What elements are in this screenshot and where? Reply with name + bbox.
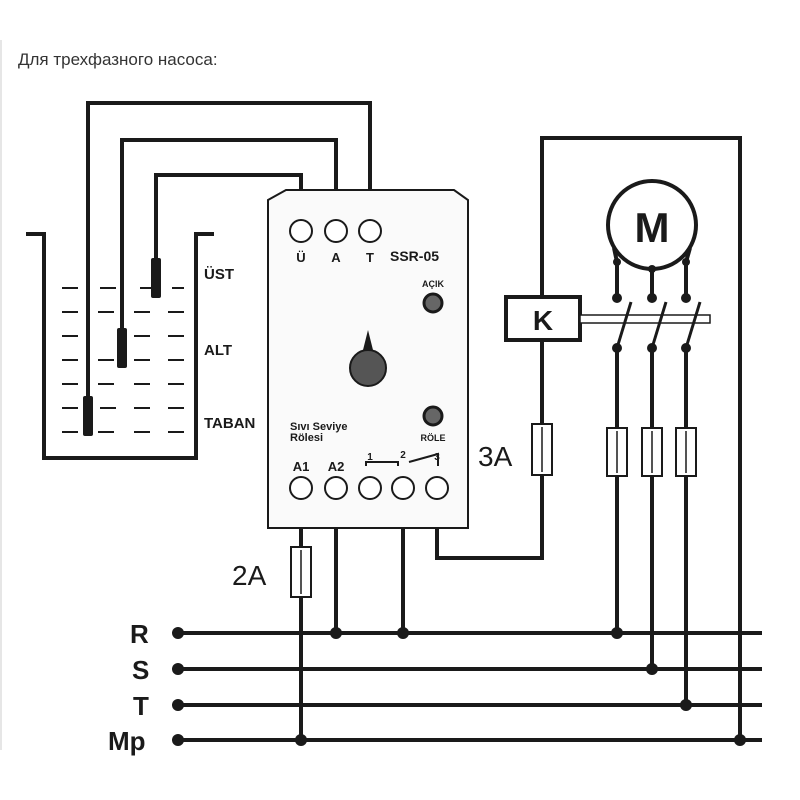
bus-label-r: R: [130, 619, 149, 649]
bus-nodes: [172, 627, 746, 746]
bus-label-mp: Mp: [108, 726, 146, 756]
bus-label-s: S: [132, 655, 149, 685]
fuse-label-2a: 2A: [232, 560, 267, 591]
led-label-relay: RÖLE: [420, 433, 445, 443]
contact-label-2: 2: [400, 450, 406, 461]
fuse-label-3a: 3A: [478, 441, 513, 472]
contact-label-1: 1: [367, 452, 373, 463]
terminal-label-a1: A1: [293, 459, 310, 474]
knob-pointer: [363, 330, 373, 350]
led-open: [422, 292, 444, 314]
caption: Для трехфазного насоса:: [18, 50, 218, 69]
terminal-label-u: Ü: [296, 250, 305, 265]
tank-outline: [26, 232, 214, 460]
probes: [83, 258, 161, 436]
level-label-alt: ALT: [204, 342, 232, 359]
motor-label: M: [635, 204, 670, 251]
terminal-a1: [289, 476, 313, 500]
motor-lead-nodes: [612, 258, 691, 353]
fuse-elements: [300, 427, 687, 594]
probe-ust: [151, 258, 161, 298]
relay-name-line1: Sıvı Seviye: [290, 421, 348, 433]
contact-symbol-2-3: [408, 452, 439, 466]
supply-bus: [176, 631, 762, 742]
water-tank: [26, 232, 214, 460]
left-border-rule: [0, 40, 2, 750]
bus-label-t: T: [133, 691, 149, 721]
wire-alt-probe: [120, 138, 338, 335]
probe-taban: [83, 396, 93, 436]
contactor-label: K: [533, 305, 553, 336]
wire-coil-to-mp: [540, 136, 742, 740]
terminal-t: [358, 219, 382, 243]
level-label-taban: TABAN: [204, 415, 255, 432]
phase-wires: [615, 348, 688, 705]
led-relay: [422, 405, 444, 427]
probe-alt: [117, 328, 127, 368]
terminal-contact-3: [425, 476, 449, 500]
terminal-label-a: A: [331, 250, 341, 265]
terminal-label-t: T: [366, 250, 374, 265]
relay-model: SSR-05: [390, 248, 439, 264]
terminal-a2: [324, 476, 348, 500]
terminal-label-a2: A2: [328, 459, 345, 474]
level-relay-unit: Ü A T SSR-05 AÇIK RÖLE Sıvı Seviye Röles…: [267, 189, 469, 529]
wire-contact3-to-coil: [435, 475, 544, 560]
contactor-coil: [504, 295, 582, 342]
terminal-contact-1: [358, 476, 382, 500]
contactor-main-contacts: [615, 301, 702, 349]
terminal-contact-2: [391, 476, 415, 500]
terminal-u: [289, 219, 313, 243]
contact-symbol-1-2: [365, 461, 399, 466]
led-label-open: AÇIK: [422, 279, 444, 289]
wire-taban-probe: [86, 101, 372, 400]
terminal-a: [324, 219, 348, 243]
sensitivity-knob: [349, 349, 387, 387]
level-label-ust: ÜST: [204, 266, 234, 283]
mechanical-link: [579, 314, 711, 324]
water-dashes: [62, 287, 184, 433]
relay-name-line2: Rölesi: [290, 432, 323, 444]
